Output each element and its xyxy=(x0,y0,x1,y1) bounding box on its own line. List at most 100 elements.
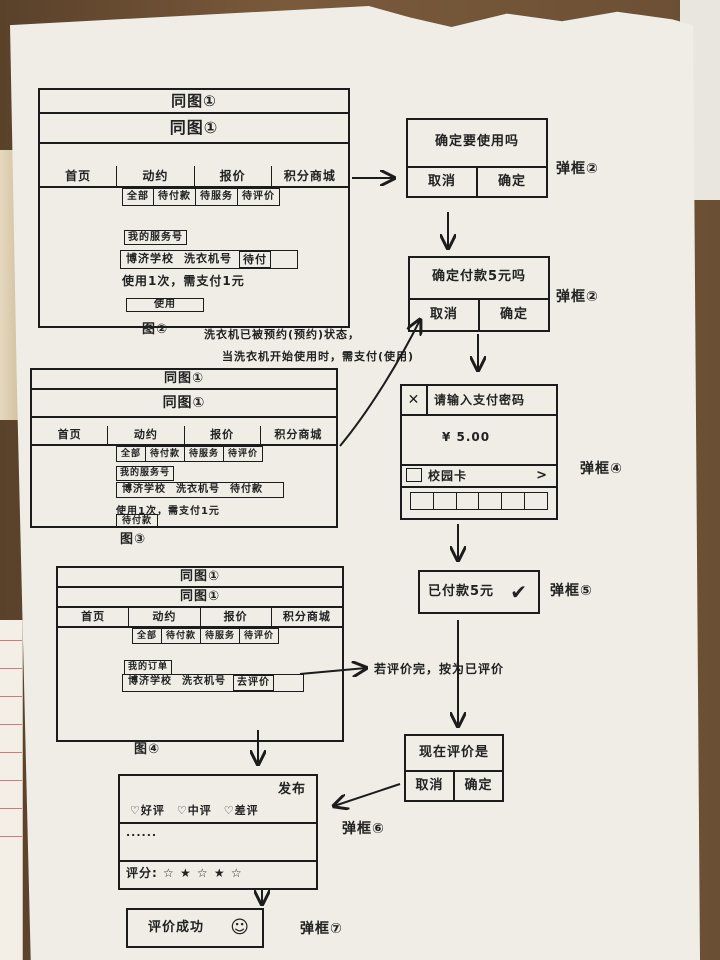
machine-number: 洗衣机号 xyxy=(184,252,232,265)
machine-number: 洗衣机号 xyxy=(176,484,220,495)
tab-quote[interactable]: 报价 xyxy=(185,426,261,444)
dialog-review-now: 现在评价是 取消 确定 xyxy=(404,734,504,802)
password-header: ✕ 请输入支付密码 xyxy=(402,386,556,416)
publish-button[interactable]: 发布 xyxy=(277,782,306,797)
dialog-buttons: 取消 确定 xyxy=(410,298,548,330)
pay-button[interactable]: 待付款 xyxy=(116,514,158,528)
after-review-note: 若评价完，按为已评价 xyxy=(374,662,505,676)
tab-points-mall[interactable]: 积分商城 xyxy=(274,428,323,441)
use-button[interactable]: 使用 xyxy=(126,298,204,312)
dialog-title: 确定付款5元吗 xyxy=(431,269,527,284)
subtab-unreviewed[interactable]: 待评价 xyxy=(228,449,259,459)
tab-home[interactable]: 首页 xyxy=(32,426,109,444)
payment-method-row[interactable]: 校园卡 > xyxy=(402,464,556,488)
tab-bar: 首页 动约 报价 积分商城 xyxy=(58,608,342,628)
confirm-button[interactable]: 确定 xyxy=(464,778,493,793)
review-placeholder: ...... xyxy=(126,826,158,839)
subtab-unreviewed[interactable]: 待评价 xyxy=(242,191,275,202)
caption-figure-2: 图② xyxy=(142,322,169,337)
review-button[interactable]: 去评价 xyxy=(233,675,274,691)
confirm-button[interactable]: 确定 xyxy=(497,174,526,189)
inner-title: 同图① xyxy=(40,114,348,144)
dialog-title: 请输入支付密码 xyxy=(434,393,526,407)
review-options: ♡好评 ♡中评 ♡差评 xyxy=(130,802,259,818)
tab-bar: 首页 动约 报价 积分商城 xyxy=(32,426,336,446)
order-card-row: 博济学校 洗衣机号 去评价 xyxy=(122,674,304,692)
subtab-unserved[interactable]: 待服务 xyxy=(185,447,225,461)
card-icon xyxy=(406,468,422,482)
payment-amount: ¥ 5.00 xyxy=(442,430,491,444)
heart-icon: ♡ xyxy=(176,804,188,817)
review-text-input[interactable]: ...... xyxy=(120,822,316,862)
status-button[interactable]: 待付 xyxy=(239,251,271,268)
rating-label: 评分: xyxy=(126,866,158,880)
heart-icon: ♡ xyxy=(223,804,235,817)
tab-quote[interactable]: 报价 xyxy=(195,166,272,186)
service-card-row: 博济学校 洗衣机号 待付 xyxy=(120,250,298,269)
cancel-button[interactable]: 取消 xyxy=(408,168,478,196)
star-icon[interactable]: ☆ xyxy=(230,866,243,880)
tab-booking[interactable]: 动约 xyxy=(117,166,195,186)
school-name: 博济学校 xyxy=(126,252,174,265)
dialog-title: 评价成功 xyxy=(148,920,205,935)
tab-points-mall[interactable]: 积分商城 xyxy=(282,610,331,623)
subtab-all[interactable]: 全部 xyxy=(133,629,163,643)
subtab-unserved[interactable]: 待服务 xyxy=(196,189,238,205)
option-good[interactable]: ♡好评 xyxy=(130,804,165,817)
label-dialog-2a: 弹框② xyxy=(556,161,599,177)
dialog-buttons: 取消 确定 xyxy=(408,166,546,196)
subtab-unpaid[interactable]: 待付款 xyxy=(146,447,186,461)
close-icon[interactable]: ✕ xyxy=(402,386,428,414)
school-name: 博济学校 xyxy=(122,484,166,495)
tab-quote[interactable]: 报价 xyxy=(201,608,272,626)
ruled-notebook-edge xyxy=(0,620,23,960)
tab-home[interactable]: 首页 xyxy=(58,608,130,626)
star-icon[interactable]: ☆ xyxy=(196,866,209,880)
wireframe-screen-2: 同图① 同图① 首页 动约 报价 积分商城 全部 待付款 待服务 待评价 我的服… xyxy=(30,368,338,528)
star-icon[interactable]: ★ xyxy=(213,866,226,880)
label-dialog-6: 弹框⑥ xyxy=(342,821,385,837)
dialog-password: ✕ 请输入支付密码 ¥ 5.00 校园卡 > xyxy=(400,384,558,520)
star-icon[interactable]: ☆ xyxy=(163,866,175,880)
service-card-row: 博济学校 洗衣机号 待付款 xyxy=(116,482,284,498)
cancel-button[interactable]: 取消 xyxy=(406,772,455,800)
tab-booking[interactable]: 动约 xyxy=(108,426,185,444)
dialog-paid: 已付款5元 ✔ xyxy=(418,570,540,614)
state-note-line2: 当洗衣机开始使用时，需支付(使用) xyxy=(222,350,415,363)
status-text: 待付款 xyxy=(230,484,263,495)
tab-booking[interactable]: 动约 xyxy=(129,608,201,626)
subtab-all[interactable]: 全部 xyxy=(117,447,147,461)
inner-title: 同图① xyxy=(58,588,342,608)
tab-home[interactable]: 首页 xyxy=(40,166,118,186)
outer-title: 同图① xyxy=(40,90,348,114)
option-neutral[interactable]: ♡中评 xyxy=(176,804,212,817)
subtab-unreviewed[interactable]: 待评价 xyxy=(244,631,275,641)
subtab-all[interactable]: 全部 xyxy=(123,189,154,205)
wireframe-screen-1: 同图① 同图① 首页 动约 报价 积分商城 全部 待付款 待服务 待评价 我的服… xyxy=(38,88,350,328)
checkmark-icon: ✔ xyxy=(510,580,528,604)
label-dialog-5: 弹框⑤ xyxy=(550,583,593,599)
order-subtabs: 全部 待付款 待服务 待评价 xyxy=(132,628,280,644)
dialog-title: 现在评价是 xyxy=(418,745,489,760)
star-icon[interactable]: ★ xyxy=(179,866,192,880)
payment-method: 校园卡 xyxy=(428,469,468,483)
order-subtabs: 全部 待付款 待服务 待评价 xyxy=(116,446,264,462)
password-input[interactable] xyxy=(410,492,548,510)
heart-icon: ♡ xyxy=(130,804,141,817)
option-bad[interactable]: ♡差评 xyxy=(223,804,259,817)
subtab-unserved[interactable]: 待服务 xyxy=(201,629,241,643)
cancel-button[interactable]: 取消 xyxy=(410,300,480,330)
dialog-buttons: 取消 确定 xyxy=(406,770,502,800)
order-subtabs: 全部 待付款 待服务 待评价 xyxy=(122,188,280,206)
subtab-unpaid[interactable]: 待付款 xyxy=(154,189,196,205)
subtab-unpaid[interactable]: 待付款 xyxy=(162,629,202,643)
tab-bar: 首页 动约 报价 积分商城 xyxy=(40,166,348,188)
tab-points-mall[interactable]: 积分商城 xyxy=(283,169,336,183)
wireframe-screen-3: 同图① 同图① 首页 动约 报价 积分商城 全部 待付款 待服务 待评价 我的订… xyxy=(56,566,344,742)
usage-note: 使用1次，需支付1元 xyxy=(122,274,245,288)
confirm-button[interactable]: 确定 xyxy=(499,307,528,322)
school-name: 博济学校 xyxy=(128,676,172,687)
label-dialog-7: 弹框⑦ xyxy=(300,921,343,937)
dialog-review-success: 评价成功 ☺ xyxy=(126,908,264,948)
machine-number: 洗衣机号 xyxy=(182,676,226,687)
